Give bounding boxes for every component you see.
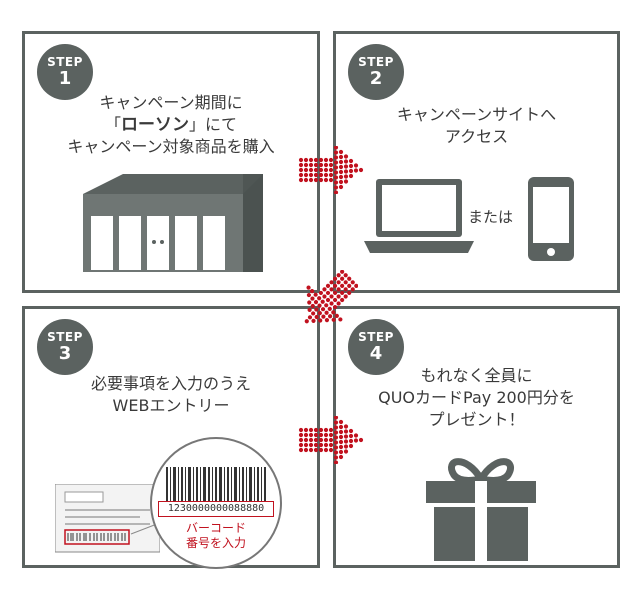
smartphone-icon	[528, 177, 574, 261]
or-label: または	[468, 208, 514, 226]
receipt-icon	[55, 484, 160, 553]
step-label: STEP	[358, 55, 394, 69]
barcode-highlight	[158, 501, 274, 517]
step-label: STEP	[47, 330, 83, 344]
store-icon	[83, 174, 263, 272]
step-4-panel: STEP 4 もれなく全員に QUOカードPay 200円分を プレゼント！	[333, 306, 620, 568]
step-4-badge: STEP 4	[348, 319, 404, 375]
step-4-line-2: QUOカードPay 200円分を	[378, 388, 575, 407]
step-3-line-1: 必要事項を入力のうえ	[90, 374, 251, 393]
step-number: 2	[369, 68, 383, 89]
step-1-text: キャンペーン期間に 「ローソン」にて キャンペーン対象商品を購入	[25, 92, 317, 158]
step-number: 3	[58, 343, 72, 364]
step-3-badge: STEP 3	[37, 319, 93, 375]
barcode-number: 1230000000088880	[167, 503, 265, 514]
step-3-text: 必要事項を入力のうえ WEBエントリー	[25, 373, 317, 417]
step-number: 1	[58, 68, 72, 89]
barcode-magnifier: 1230000000088880 バーコード 番号を入力	[150, 437, 282, 569]
lawson-name: ローソン	[121, 115, 189, 135]
step-label: STEP	[47, 55, 83, 69]
dotted-arrow-icon	[298, 416, 364, 464]
step-2-text: キャンペーンサイトへ アクセス	[336, 104, 617, 148]
dotted-arrow-icon	[304, 270, 358, 324]
step-1-line-2: 「ローソン」にて	[104, 115, 238, 135]
step-2-line-2: アクセス	[444, 127, 509, 146]
barcode-caption: バーコード 番号を入力	[185, 521, 246, 550]
gift-icon	[426, 458, 536, 561]
step-1-badge: STEP 1	[37, 44, 93, 100]
step-number: 4	[369, 343, 383, 364]
step-3-panel: STEP 3 必要事項を入力のうえ WEBエントリー	[22, 306, 320, 569]
step-1-line-3: キャンペーン対象商品を購入	[67, 137, 275, 156]
step-1-panel: STEP 1 キャンペーン期間に 「ローソン」にて キャンペーン対象商品を購入	[22, 31, 320, 293]
barcode-icon	[166, 467, 266, 501]
laptop-icon	[364, 179, 474, 253]
step-2-badge: STEP 2	[348, 44, 404, 100]
dotted-arrow-icon	[298, 146, 364, 194]
step-2-line-1: キャンペーンサイトへ	[396, 105, 557, 124]
step-4-line-1: もれなく全員に	[420, 366, 533, 385]
step-1-line-1: キャンペーン期間に	[99, 93, 243, 112]
step-4-line-3: プレゼント！	[428, 410, 525, 429]
step-label: STEP	[358, 330, 394, 344]
step-2-panel: STEP 2 キャンペーンサイトへ アクセス または	[333, 31, 620, 293]
step-4-text: もれなく全員に QUOカードPay 200円分を プレゼント！	[336, 365, 617, 431]
step-3-line-2: WEBエントリー	[112, 396, 230, 415]
